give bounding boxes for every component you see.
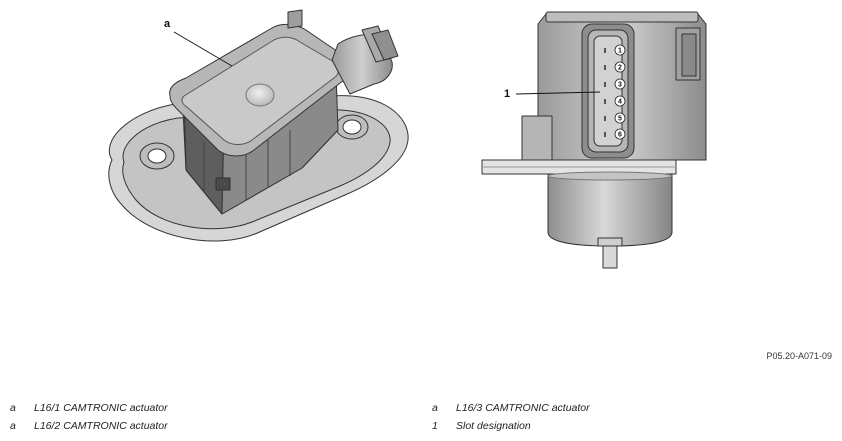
actuator-illustration: 1 2 3 4 5 6: [108, 9, 707, 269]
leader-line-1: [515, 91, 601, 95]
callout-label-a: a: [164, 18, 171, 30]
legend-text: L16/2 CAMTRONIC actuator: [34, 420, 168, 432]
pin-marker-3: [614, 78, 626, 90]
pin-label-1: 1: [618, 48, 622, 55]
legend-key: a: [10, 402, 16, 414]
legend-key: a: [10, 420, 16, 432]
legend-text: L16/1 CAMTRONIC actuator: [34, 402, 168, 414]
leader-line-a: [173, 31, 233, 67]
pin-label-3: 3: [618, 82, 622, 89]
legend-text: Slot designation: [456, 420, 531, 432]
pin-label-4: 4: [618, 99, 622, 106]
legend-key: a: [432, 402, 438, 414]
connector-pins: 1 2 3 4 5 6: [604, 44, 626, 140]
pin-marker-1: [614, 44, 626, 56]
callout-label-1: 1: [504, 88, 511, 100]
legend-key: 1: [432, 420, 438, 432]
pin-marker-4: [614, 95, 626, 107]
pin-marker-5: [614, 112, 626, 124]
legend-text: L16/3 CAMTRONIC actuator: [456, 402, 590, 414]
left-actuator-drawing: [108, 9, 409, 242]
pin-marker-6: [614, 128, 626, 140]
right-actuator-drawing: [481, 11, 707, 269]
pin-marker-2: [614, 61, 626, 73]
figure-id: P05.20-A071-09: [766, 351, 832, 361]
pin-label-2: 2: [618, 65, 622, 72]
pin-label-5: 5: [618, 116, 622, 123]
pin-label-6: 6: [618, 132, 622, 139]
